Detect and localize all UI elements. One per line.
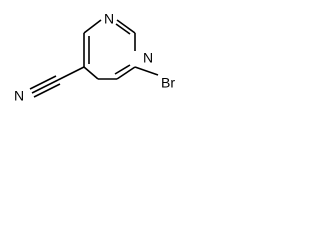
atom-label-nitrile-n: N [14,88,24,104]
bond-n1-c6 [116,66,136,80]
atom-label-n-top: N [104,11,114,27]
bond-c5-c4 [83,66,99,80]
bond-n3-c2 [116,19,136,34]
atom-label-br: Br [161,75,175,91]
bond-n1-c6-double [114,64,131,75]
bond-cn-triple-1 [31,79,59,94]
bond-c4-cn-carbon [57,66,85,81]
bond-n3-c2-double [115,23,131,35]
bond-cn-triple-2 [33,83,61,98]
chemical-structure-canvas: N N Br N [0,0,194,112]
bond-c6-br [134,66,159,76]
atom-label-n-right: N [143,50,153,66]
structure-svg: N N Br N [14,11,175,104]
bond-c4-n3 [83,19,102,34]
bond-cn-triple-3 [29,75,57,90]
